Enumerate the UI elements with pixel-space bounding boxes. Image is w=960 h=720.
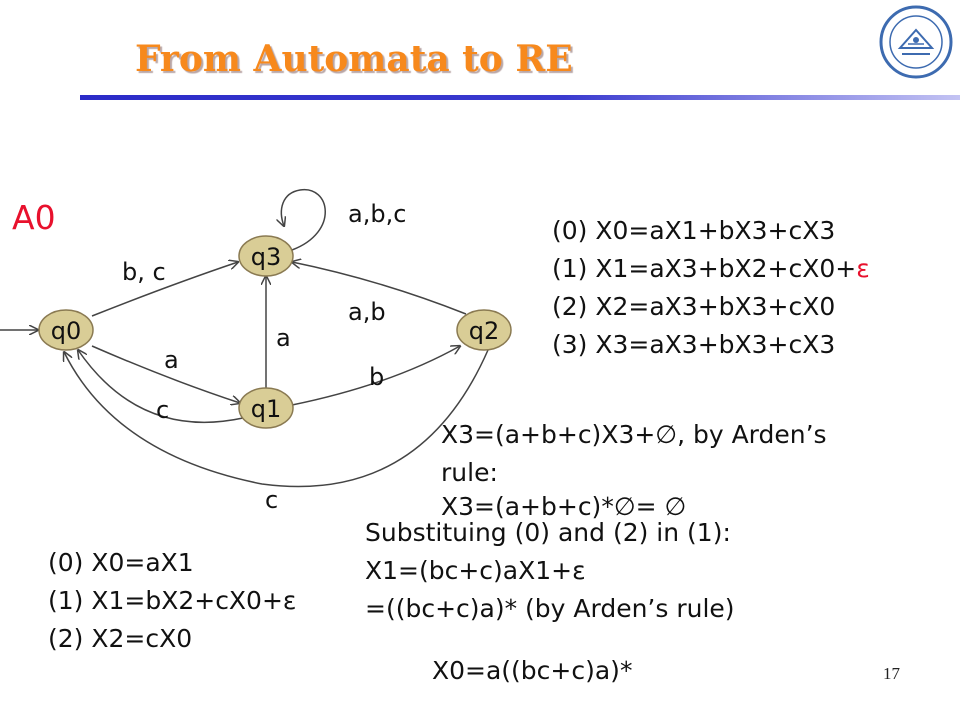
state-q3 bbox=[238, 235, 294, 277]
edge-q0-q1 bbox=[91, 345, 240, 403]
edge-label-q2-q0: c bbox=[265, 486, 278, 514]
edge-q3-q3 bbox=[281, 189, 326, 251]
arden-line-2: rule: bbox=[441, 458, 498, 487]
state-q2 bbox=[456, 309, 512, 351]
equation-b-1: (1) X1=bX2+cX0+ε bbox=[48, 586, 297, 615]
equation-b-2: (2) X2=cX0 bbox=[48, 624, 193, 653]
equation-a-1: (1) X1=aX3+bX2+cX0+ε bbox=[552, 254, 870, 283]
substitution-line-1: Substituing (0) and (2) in (1): bbox=[365, 518, 731, 547]
state-label-q3: q3 bbox=[251, 243, 282, 271]
edge-label-q0-q3: b, c bbox=[122, 258, 166, 286]
substitution-line-2: X1=(bc+c)aX1+ε bbox=[365, 556, 586, 585]
state-q0 bbox=[38, 309, 94, 351]
edge-label-q0-q1: a bbox=[164, 346, 179, 374]
edge-q1-q2 bbox=[291, 346, 460, 406]
edge-label-q1-q0: c bbox=[156, 396, 169, 424]
slide-title: From Automata to RE bbox=[135, 38, 573, 80]
edge-q2-q0 bbox=[64, 350, 489, 488]
edge-label-q1-q3: a bbox=[276, 324, 291, 352]
edge-q2-q3 bbox=[292, 262, 467, 315]
edge-label-q3-q3: a,b,c bbox=[348, 200, 406, 228]
edge-q1-q0 bbox=[78, 350, 244, 424]
epsilon-symbol: ε bbox=[856, 254, 870, 283]
university-seal-icon bbox=[879, 5, 953, 79]
state-label-q2: q2 bbox=[469, 317, 500, 345]
equation-a-3: (3) X3=aX3+bX3+cX3 bbox=[552, 330, 836, 359]
edge-q0-q3 bbox=[91, 262, 238, 317]
equation-a-1-text: (1) X1=aX3+bX2+cX0+ bbox=[552, 254, 857, 283]
arden-line-3: X3=(a+b+c)*∅= ∅ bbox=[441, 492, 687, 521]
title-underline bbox=[80, 95, 960, 100]
substitution-line-3: =((bc+c)a)* (by Arden’s rule) bbox=[365, 594, 735, 623]
equation-b-0: (0) X0=aX1 bbox=[48, 548, 194, 577]
arden-line-1: X3=(a+b+c)X3+∅, by Arden’s bbox=[441, 420, 827, 449]
result-equation: X0=a((bc+c)a)* bbox=[432, 656, 633, 685]
edge-label-q2-q3: a,b bbox=[348, 298, 386, 326]
state-label-q1: q1 bbox=[251, 395, 282, 423]
edge-label-q1-q2: b bbox=[369, 363, 384, 391]
equation-a-0: (0) X0=aX1+bX3+cX3 bbox=[552, 216, 836, 245]
equation-a-2: (2) X2=aX3+bX3+cX0 bbox=[552, 292, 836, 321]
state-q1 bbox=[238, 387, 294, 429]
automaton-name: A0 bbox=[12, 198, 56, 237]
state-label-q0: q0 bbox=[51, 317, 82, 345]
page-number: 17 bbox=[883, 664, 900, 683]
